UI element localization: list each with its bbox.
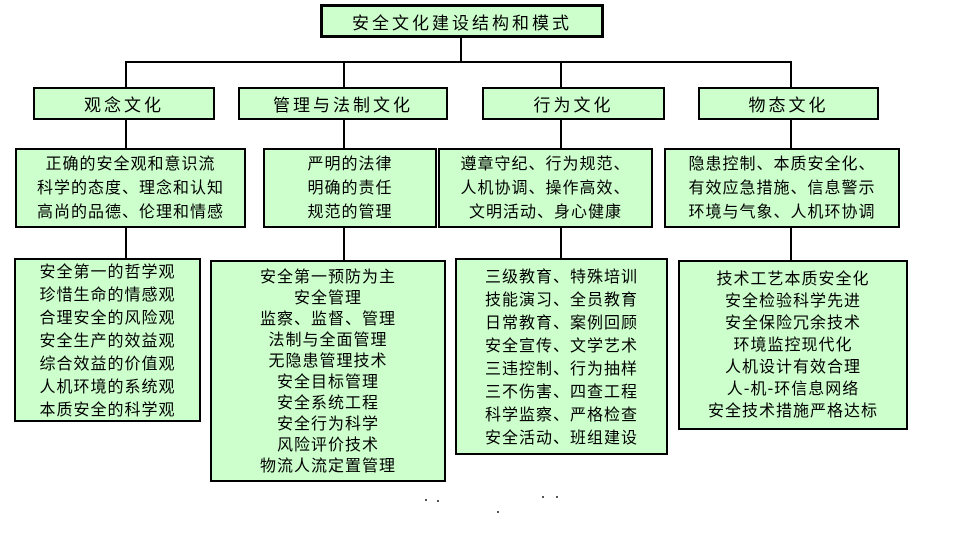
text-line: 安全生产的效益观 xyxy=(39,330,176,350)
speck-dot xyxy=(542,496,544,498)
speck-dot xyxy=(437,500,439,502)
text-line: 物流人流定置管理 xyxy=(259,456,396,475)
text-line: 安全保险冗余技术 xyxy=(724,313,861,332)
branch-label-box-behavior-culture: 行为文化 xyxy=(482,87,665,120)
branch-detail-box-material-culture: 技术工艺本质安全化安全检验科学先进安全保险冗余技术环境监控现代化人机设计有效合理… xyxy=(678,260,908,430)
text-line: 技术工艺本质安全化 xyxy=(716,269,870,288)
connector-drop-branch-4 xyxy=(790,62,792,88)
text-line: 三不伤害、四查工程 xyxy=(484,381,638,401)
text-line: 技能演习、全员教育 xyxy=(484,289,638,309)
connector-summary1-to-detail xyxy=(125,227,127,259)
connector-drop-branch-1 xyxy=(125,62,127,88)
text-line: 安全系统工程 xyxy=(276,393,379,412)
branch-label-box-management-legal-culture: 管理与法制文化 xyxy=(238,87,448,120)
text-line: 人-机-环信息网络 xyxy=(726,379,860,398)
text-line: 科学监察、严格检查 xyxy=(484,404,638,424)
branch-label-box-material-culture: 物态文化 xyxy=(698,87,879,120)
root-title-box: 安全文化建设结构和模式 xyxy=(320,4,604,38)
branch-label: 观念文化 xyxy=(84,96,164,116)
text-line: 珍惜生命的情感观 xyxy=(39,284,176,304)
connector-summary4-to-detail xyxy=(790,227,792,261)
branch-label: 物态文化 xyxy=(748,96,829,116)
text-line: 科学的态度、理念和认知 xyxy=(36,178,224,197)
text-line: 综合效益的价值观 xyxy=(39,353,176,373)
text-line: 安全行为科学 xyxy=(276,414,379,433)
text-line: 风险评价技术 xyxy=(276,435,379,454)
text-line: 无隐患管理技术 xyxy=(268,351,388,370)
connector-drop-branch-3 xyxy=(560,62,562,88)
speck-dot xyxy=(556,496,558,498)
branch-detail-box-management-legal-culture: 安全第一预防为主安全管理监察、监督、管理法制与全面管理无隐患管理技术安全目标管理… xyxy=(210,260,446,482)
text-line: 正确的安全观和意识流 xyxy=(45,154,216,173)
text-line: 有效应急措施、信息警示 xyxy=(688,178,876,197)
branch-label: 管理与法制文化 xyxy=(273,96,413,116)
text-line: 法制与全面管理 xyxy=(268,330,388,349)
connector-branch2-to-summary xyxy=(343,119,345,149)
text-line: 环境监控现代化 xyxy=(733,335,853,354)
text-line: 三级教育、特殊培训 xyxy=(484,266,638,286)
text-line: 本质安全的科学观 xyxy=(39,399,176,419)
speck-dot xyxy=(497,511,499,513)
connector-branch1-to-summary xyxy=(125,119,127,149)
connector-summary2-to-detail xyxy=(343,227,345,261)
text-line: 隐患控制、本质安全化、 xyxy=(688,154,876,173)
text-line: 安全第一预防为主 xyxy=(259,267,396,286)
text-line: 安全技术措施严格达标 xyxy=(707,401,878,420)
text-line: 人机协调、操作高效、 xyxy=(460,178,631,197)
text-line: 明确的责任 xyxy=(307,178,393,197)
text-line: 环境与气象、人机环协调 xyxy=(688,202,876,221)
branch-summary-box-behavior-culture: 遵章守纪、行为规范、人机协调、操作高效、文明活动、身心健康 xyxy=(438,148,653,228)
text-line: 人机设计有效合理 xyxy=(724,357,861,376)
text-line: 安全宣传、文学艺术 xyxy=(484,335,638,355)
connector-summary3-to-detail xyxy=(560,227,562,259)
branch-detail-box-concept-culture: 安全第一的哲学观珍惜生命的情感观合理安全的风险观安全生产的效益观综合效益的价值观… xyxy=(14,258,201,422)
connector-drop-branch-2 xyxy=(343,62,345,88)
text-line: 文明活动、身心健康 xyxy=(468,202,622,221)
text-line: 日常教育、案例回顾 xyxy=(484,312,638,332)
connector-branch3-to-summary xyxy=(560,119,562,149)
text-line: 遵章守纪、行为规范、 xyxy=(460,154,631,173)
branch-summary-box-concept-culture: 正确的安全观和意识流科学的态度、理念和认知高尚的品德、伦理和情感 xyxy=(15,148,246,228)
text-line: 安全管理 xyxy=(293,288,362,307)
text-line: 安全第一的哲学观 xyxy=(39,261,176,281)
text-line: 安全检验科学先进 xyxy=(724,291,861,310)
speck-dot xyxy=(425,499,427,501)
branch-label: 行为文化 xyxy=(533,96,614,116)
branch-detail-box-behavior-culture: 三级教育、特殊培训技能演习、全员教育日常教育、案例回顾安全宣传、文学艺术三违控制… xyxy=(455,258,668,455)
branch-label-box-concept-culture: 观念文化 xyxy=(33,87,215,120)
diagram-title: 安全文化建设结构和模式 xyxy=(352,13,572,34)
text-line: 安全目标管理 xyxy=(276,372,379,391)
text-line: 三违控制、行为抽样 xyxy=(484,358,638,378)
text-line: 安全活动、班组建设 xyxy=(484,427,638,447)
text-line: 人机环境的系统观 xyxy=(39,376,176,396)
text-line: 高尚的品德、伦理和情感 xyxy=(36,202,224,221)
connector-root-horizontal xyxy=(125,61,792,63)
branch-summary-box-management-legal-culture: 严明的法律明确的责任规范的管理 xyxy=(263,148,437,228)
connector-branch4-to-summary xyxy=(790,119,792,149)
connector-root-vertical xyxy=(460,37,462,62)
text-line: 合理安全的风险观 xyxy=(39,307,176,327)
text-line: 规范的管理 xyxy=(307,202,393,221)
text-line: 监察、监督、管理 xyxy=(259,309,396,328)
branch-summary-box-material-culture: 隐患控制、本质安全化、有效应急措施、信息警示环境与气象、人机环协调 xyxy=(664,148,900,228)
text-line: 严明的法律 xyxy=(307,154,393,173)
